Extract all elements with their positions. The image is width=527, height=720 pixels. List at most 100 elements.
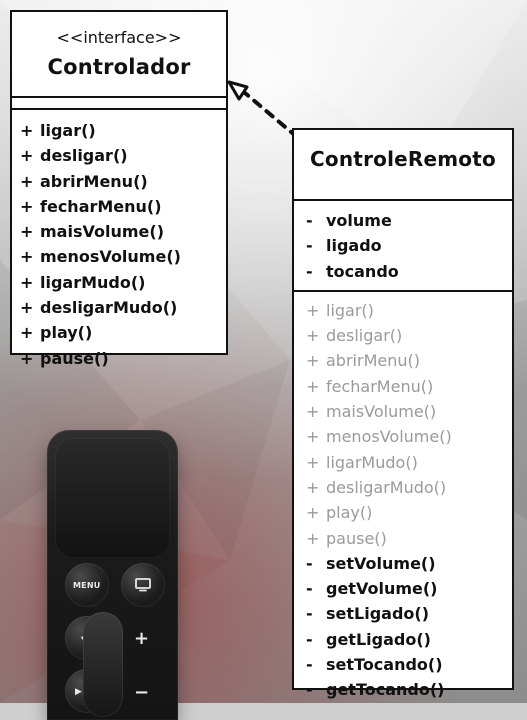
visibility-marker: + bbox=[306, 427, 320, 447]
visibility-marker: + bbox=[20, 272, 34, 292]
visibility-marker: - bbox=[306, 629, 313, 649]
visibility-marker: + bbox=[20, 323, 34, 343]
method-row: - getVolume() bbox=[306, 576, 512, 601]
visibility-marker: - bbox=[306, 236, 313, 256]
method-name: play() bbox=[40, 323, 93, 343]
volume-minus-label: − bbox=[134, 682, 150, 703]
method-name: menosVolume() bbox=[326, 427, 452, 447]
visibility-marker: + bbox=[20, 247, 34, 267]
method-row: + menosVolume() bbox=[20, 244, 226, 269]
method-name: maisVolume() bbox=[40, 222, 164, 242]
method-name: play() bbox=[326, 503, 373, 523]
inherited-method-row: + maisVolume() bbox=[306, 399, 512, 424]
method-row: + abrirMenu() bbox=[20, 169, 226, 194]
method-name: abrirMenu() bbox=[326, 351, 420, 371]
tv-icon bbox=[135, 578, 151, 592]
method-name: getTocando() bbox=[326, 680, 445, 700]
method-name: setTocando() bbox=[326, 655, 443, 675]
visibility-marker: + bbox=[306, 351, 320, 371]
visibility-marker: - bbox=[306, 579, 313, 599]
method-name: fecharMenu() bbox=[40, 196, 162, 216]
interface-stereotype: <<interface>> bbox=[56, 28, 182, 47]
visibility-marker: + bbox=[306, 528, 320, 548]
visibility-marker: + bbox=[306, 477, 320, 497]
visibility-marker: + bbox=[306, 300, 320, 320]
method-name: pause() bbox=[326, 528, 387, 548]
inherited-method-row: + fecharMenu() bbox=[306, 374, 512, 399]
method-name: desligar() bbox=[40, 146, 128, 166]
method-name: menosVolume() bbox=[40, 247, 181, 267]
visibility-marker: + bbox=[20, 146, 34, 166]
visibility-marker: + bbox=[306, 376, 320, 396]
visibility-marker: + bbox=[306, 326, 320, 346]
method-name: setVolume() bbox=[326, 553, 436, 573]
inherited-method-row: + ligar() bbox=[306, 298, 512, 323]
method-name: getVolume() bbox=[326, 579, 438, 599]
inherited-method-row: + abrirMenu() bbox=[306, 348, 512, 373]
visibility-marker: + bbox=[20, 196, 34, 216]
method-row: - getLigado() bbox=[306, 627, 512, 652]
method-row: + maisVolume() bbox=[20, 219, 226, 244]
volume-plus-label: + bbox=[134, 628, 150, 649]
method-name: pause() bbox=[40, 348, 109, 368]
visibility-marker: + bbox=[20, 171, 34, 191]
visibility-marker: + bbox=[20, 348, 34, 368]
method-name: getLigado() bbox=[326, 629, 431, 649]
method-name: ligar() bbox=[40, 121, 96, 140]
interface-name: Controlador bbox=[47, 55, 191, 79]
method-name: desligarMudo() bbox=[40, 298, 178, 318]
visibility-marker: + bbox=[20, 298, 34, 318]
play-pause-label: ▶II bbox=[75, 687, 89, 697]
remote-control-photo: MENU ▶II bbox=[47, 430, 178, 720]
menu-button bbox=[65, 563, 109, 607]
method-name: abrirMenu() bbox=[40, 171, 148, 191]
visibility-marker: + bbox=[20, 222, 34, 242]
menu-label: MENU bbox=[73, 581, 101, 590]
class-header: ControleRemoto bbox=[294, 148, 512, 201]
attribute-name: volume bbox=[326, 211, 392, 230]
inherited-method-row: + play() bbox=[306, 500, 512, 525]
attribute-row: - volume bbox=[306, 208, 512, 233]
method-name: maisVolume() bbox=[326, 402, 437, 422]
method-row: - setVolume() bbox=[306, 551, 512, 576]
class-name: ControleRemoto bbox=[310, 147, 496, 171]
method-row: + fecharMenu() bbox=[20, 194, 226, 219]
method-name: ligar() bbox=[326, 300, 374, 320]
visibility-marker: + bbox=[306, 452, 320, 472]
method-row: + ligar() bbox=[20, 118, 226, 143]
method-name: ligarMudo() bbox=[326, 452, 418, 472]
tv-button bbox=[121, 563, 165, 607]
method-row: - getTocando() bbox=[306, 677, 512, 702]
method-name: setLigado() bbox=[326, 604, 430, 624]
attribute-row: - tocando bbox=[306, 259, 512, 284]
method-name: fecharMenu() bbox=[326, 376, 434, 396]
interface-methods: + ligar() + desligar() + abrirMenu() + f… bbox=[12, 110, 226, 371]
inherited-method-row: + pause() bbox=[306, 526, 512, 551]
visibility-marker: - bbox=[306, 261, 313, 281]
visibility-marker: - bbox=[306, 680, 313, 700]
visibility-marker: - bbox=[306, 604, 313, 624]
visibility-marker: - bbox=[306, 655, 313, 675]
controle-remoto-class-box: ControleRemoto - volume - ligado - tocan… bbox=[292, 128, 514, 699]
visibility-marker: - bbox=[306, 553, 313, 573]
attribute-row: - ligado bbox=[306, 233, 512, 258]
attribute-name: tocando bbox=[326, 261, 399, 281]
interface-header: <<interface>> Controlador bbox=[12, 30, 226, 110]
method-row: + ligarMudo() bbox=[20, 270, 226, 295]
inherited-method-row: + ligarMudo() bbox=[306, 450, 512, 475]
inherited-method-row: + menosVolume() bbox=[306, 424, 512, 449]
method-row: + play() bbox=[20, 320, 226, 345]
method-row: + desligarMudo() bbox=[20, 295, 226, 320]
interface-class-box: <<interface>> Controlador + ligar() + de… bbox=[10, 10, 228, 368]
method-row: + desligar() bbox=[20, 143, 226, 168]
method-name: ligarMudo() bbox=[40, 272, 146, 292]
interface-double-rule bbox=[12, 96, 226, 98]
class-attributes: - volume - ligado - tocando bbox=[294, 201, 512, 292]
inherited-method-row: + desligarMudo() bbox=[306, 475, 512, 500]
inherited-method-row: + desligar() bbox=[306, 323, 512, 348]
class-methods: + ligar() + desligar() + abrirMenu() + f… bbox=[294, 292, 512, 703]
method-row: + pause() bbox=[20, 346, 226, 371]
method-row: - setTocando() bbox=[306, 652, 512, 677]
visibility-marker: + bbox=[20, 121, 34, 140]
visibility-marker: - bbox=[306, 211, 313, 230]
